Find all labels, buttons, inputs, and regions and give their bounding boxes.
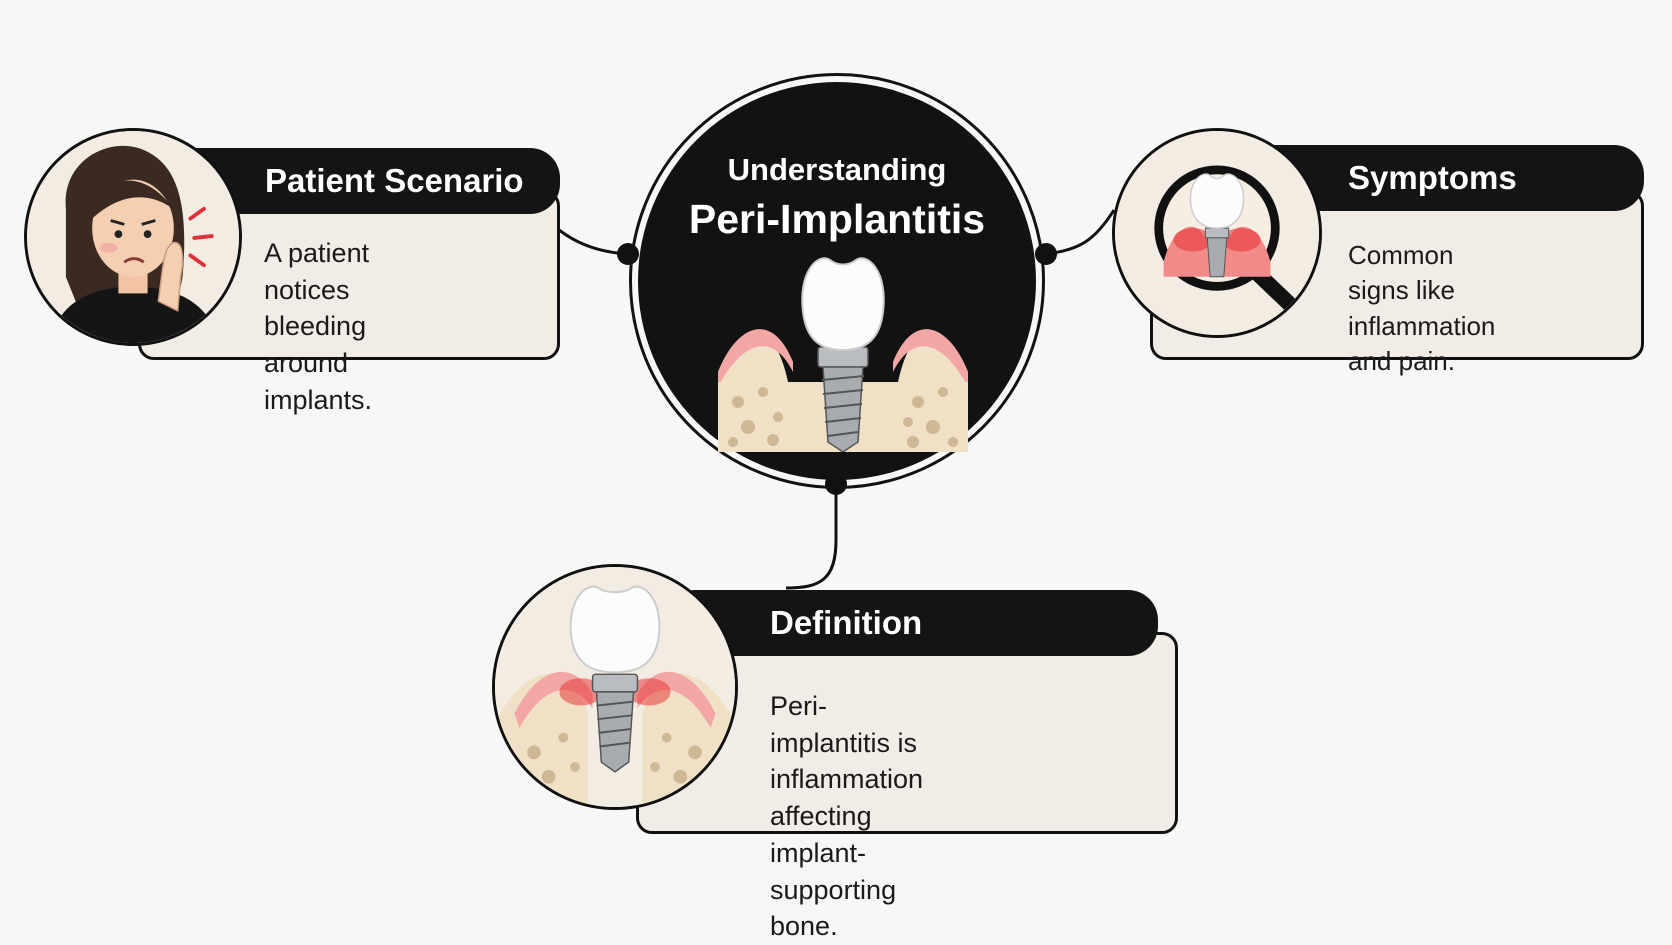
inflamed-implant-icon bbox=[495, 567, 735, 807]
definition-description: Peri-implantitis is inflammation affecti… bbox=[770, 688, 923, 945]
definition-line-3: implant-supporting bone. bbox=[770, 837, 897, 942]
definition-title: Definition bbox=[770, 604, 923, 641]
patient-description: A patient notices bleeding around implan… bbox=[264, 235, 372, 419]
worried-patient-icon bbox=[27, 131, 239, 343]
patient-icon-circle bbox=[24, 128, 242, 346]
hub-title-line1: Understanding bbox=[727, 152, 947, 187]
symptoms-line-2: inflammation and pain. bbox=[1348, 310, 1496, 377]
card-patient-title-bar: Patient Scenario bbox=[170, 148, 560, 214]
definition-icon-circle bbox=[492, 564, 738, 810]
center-hub-ring bbox=[629, 73, 1045, 489]
definition-line-1: Peri-implantitis is bbox=[770, 691, 918, 758]
magnifier-inflamed-implant-icon bbox=[1115, 131, 1319, 335]
hub-title-line2: Peri-Implantitis bbox=[688, 196, 986, 242]
dental-implant-icon bbox=[718, 257, 968, 452]
patient-title: Patient Scenario bbox=[265, 162, 524, 199]
symptoms-line-1: Common signs like bbox=[1348, 240, 1455, 306]
symptoms-icon-circle bbox=[1112, 128, 1322, 338]
definition-line-2: inflammation affecting bbox=[770, 764, 924, 832]
center-hub: Understanding Peri-Implantitis bbox=[629, 73, 1045, 489]
symptoms-title: Symptoms bbox=[1348, 159, 1517, 196]
patient-line-2: bleeding around bbox=[264, 311, 367, 379]
patient-line-3: implants. bbox=[264, 384, 373, 415]
symptoms-description: Common signs like inflammation and pain. bbox=[1348, 238, 1495, 379]
patient-line-1: A patient notices bbox=[264, 238, 370, 305]
card-definition-title-bar: Definition bbox=[680, 590, 1158, 656]
